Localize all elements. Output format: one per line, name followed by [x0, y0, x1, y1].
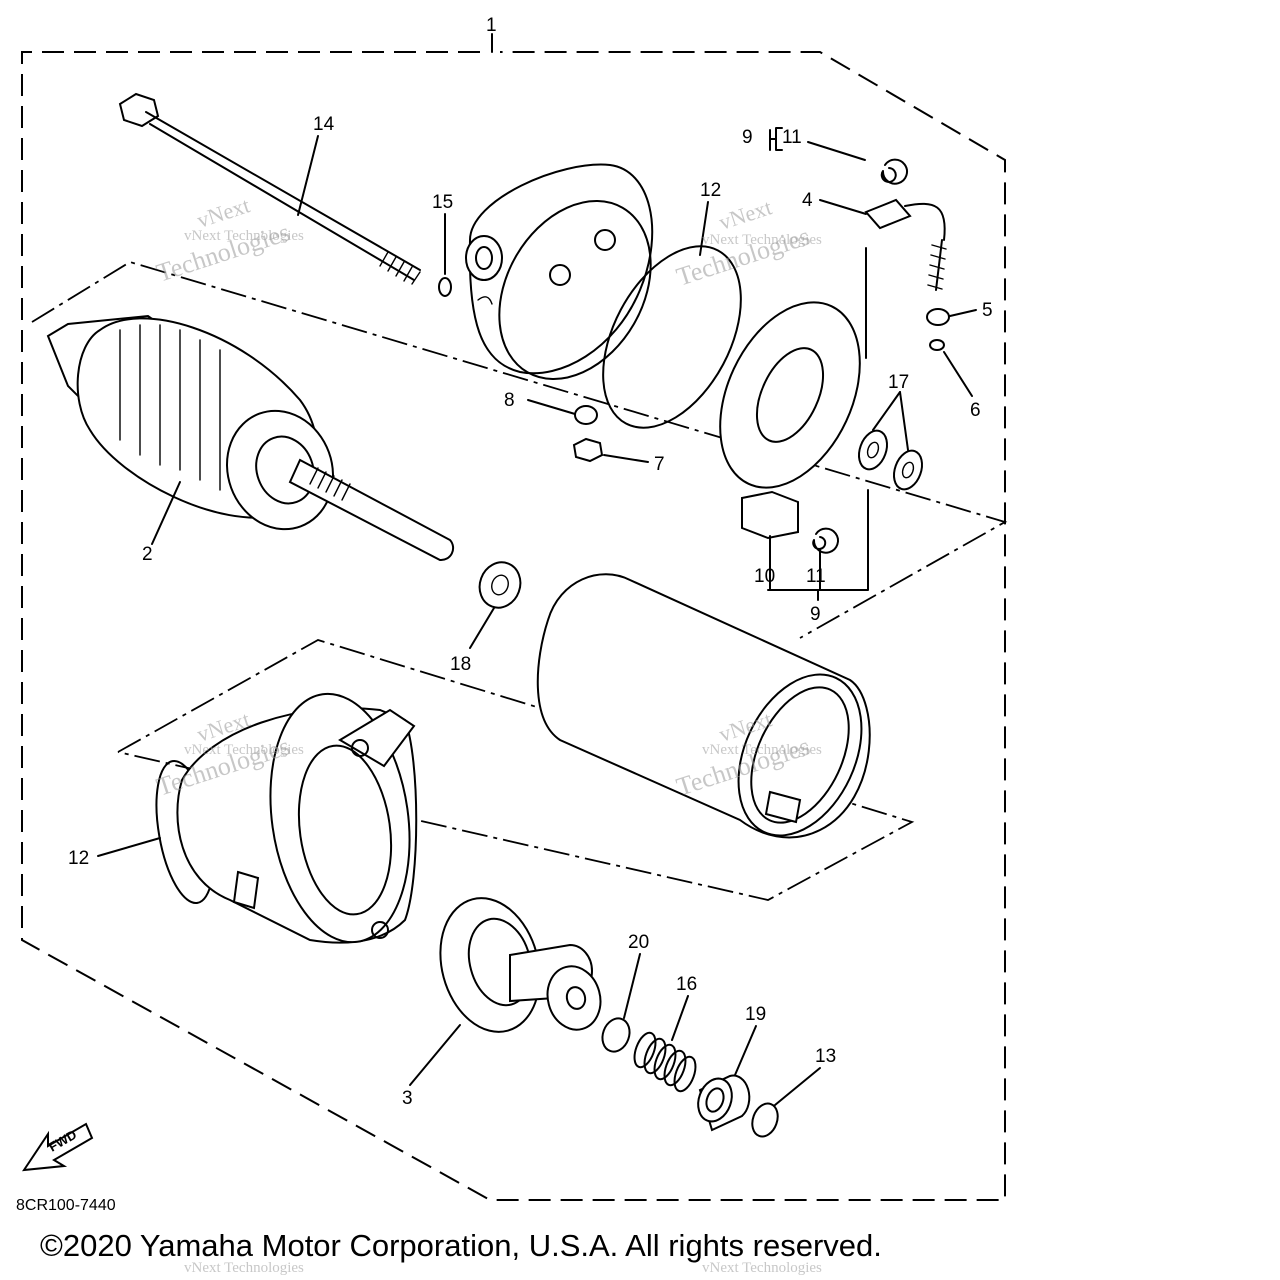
washer-18-part — [478, 561, 522, 609]
callout-9-top: 9 — [742, 127, 753, 148]
o-ring-6-part — [929, 339, 945, 351]
rear-cover-part — [465, 163, 654, 381]
svg-text:vNext Technologies: vNext Technologies — [702, 232, 822, 248]
callout-12-top: 12 — [700, 180, 721, 201]
watermark-1: vNext Technologies vNext Technologies — [153, 192, 304, 287]
callout-17: 17 — [888, 372, 909, 393]
callout-11-bottom: 11 — [806, 566, 826, 587]
bracket-9 — [769, 127, 783, 151]
watermark-5: vNext Technologies — [184, 1260, 304, 1276]
callout-13: 13 — [815, 1046, 836, 1067]
through-bolt-part — [118, 92, 421, 285]
callout-5: 5 — [982, 300, 993, 321]
collar-19-part — [697, 1074, 751, 1132]
callout-18: 18 — [450, 654, 471, 675]
callout-6: 6 — [970, 400, 981, 421]
callout-4: 4 — [802, 190, 813, 211]
callout-15: 15 — [432, 192, 453, 213]
gasket-top-part — [602, 245, 742, 429]
spring-16-part — [633, 1031, 697, 1093]
svg-text:vNext Technologies: vNext Technologies — [184, 1260, 304, 1276]
callout-16: 16 — [676, 974, 697, 995]
front-cover-part — [176, 692, 418, 944]
svg-text:vNext Technologies: vNext Technologies — [184, 228, 304, 244]
washer-17a-part — [857, 429, 889, 471]
callout-19: 19 — [745, 1004, 766, 1025]
nut-5-part — [926, 308, 950, 326]
brush-plate-part — [719, 301, 861, 489]
callout-10: 10 — [754, 566, 775, 587]
callout-1: 1 — [486, 15, 497, 36]
callout-11-top: 11 — [782, 127, 802, 148]
drawing-code: 8CR100-7440 — [16, 1197, 116, 1214]
leader-lines — [97, 33, 977, 1106]
svg-text:vNext Technologies: vNext Technologies — [702, 1260, 822, 1276]
armature-plane — [31, 261, 1008, 639]
fwd-arrow-icon: FWD — [21, 1122, 94, 1172]
spring-11-top-part — [880, 158, 908, 185]
callout-7: 7 — [654, 454, 665, 475]
callout-14: 14 — [313, 114, 335, 135]
callout-8: 8 — [504, 390, 515, 411]
callout-numbers: 1 14 15 12 9 11 4 5 6 17 8 7 2 10 11 9 1… — [68, 15, 993, 1109]
watermark-6: vNext Technologies — [702, 1260, 822, 1276]
armature-part — [46, 314, 455, 562]
pinion-clutch-part — [439, 897, 602, 1033]
callout-2: 2 — [142, 544, 153, 565]
o-ring-part — [438, 277, 452, 297]
callout-3: 3 — [402, 1088, 413, 1109]
brush-lead-part — [864, 198, 947, 291]
nut-8-part — [574, 405, 598, 425]
housing-plane — [117, 639, 915, 901]
circlip-20-part — [601, 1017, 631, 1053]
spring-11-bottom-part — [812, 527, 839, 554]
callout-9-bottom: 9 — [810, 604, 821, 625]
nut-7-part — [572, 437, 604, 463]
svg-text:vNext: vNext — [716, 194, 775, 234]
watermark-2: vNext Technologies vNext Technologies — [673, 194, 822, 291]
callout-20: 20 — [628, 932, 649, 953]
callout-12-bottom: 12 — [68, 848, 89, 869]
circlip-13-part — [751, 1102, 779, 1138]
svg-text:vNext: vNext — [194, 192, 253, 232]
yoke-part — [536, 573, 871, 839]
svg-text:vNext Technologies: vNext Technologies — [184, 742, 304, 758]
brush-holder-10-part — [741, 490, 799, 540]
svg-text:vNext Technologies: vNext Technologies — [702, 742, 822, 758]
copyright-notice: ©2020 Yamaha Motor Corporation, U.S.A. A… — [40, 1228, 882, 1263]
washer-17b-part — [892, 449, 924, 491]
